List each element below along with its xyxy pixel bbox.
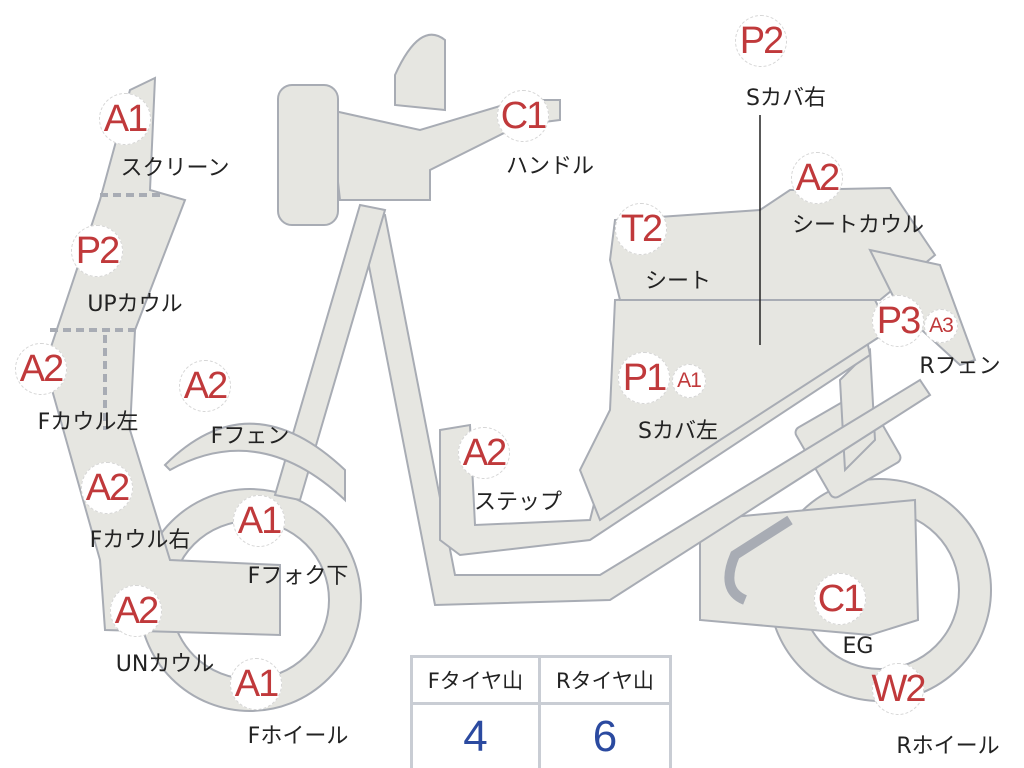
grade-badge-r-wheel: W2: [872, 663, 927, 715]
grade-badge-up-cowl: P2: [71, 225, 123, 277]
part-label-engine: EG: [842, 634, 874, 659]
part-label-f-wheel: Fホイール: [247, 724, 349, 749]
part-label-f-fender: Fフェン: [210, 424, 290, 449]
grade-badge-seat: T2: [615, 203, 667, 255]
part-label-step: ステップ: [473, 490, 563, 515]
grade-badge-seat-cowl: A2: [791, 152, 843, 204]
grade-badge-r-fender: P3: [872, 295, 924, 347]
grade-badge-screen: A1: [99, 93, 151, 145]
tyre-tread-table: Fタイヤ山 Rタイヤ山 4 6: [410, 655, 673, 768]
part-label-screen: スクリーン: [120, 156, 230, 181]
grade-badge-f-fork-lower: A1: [233, 495, 285, 547]
rear-tyre-value: 6: [537, 702, 673, 768]
part-label-seat: シート: [644, 269, 712, 294]
grade-badge-side-cover-right: P2: [735, 15, 787, 67]
grade-badge-engine: C1: [814, 573, 866, 625]
front-tyre-header: Fタイヤ山: [410, 655, 541, 705]
grade-badge-f-cowl-right: A2: [81, 462, 133, 514]
part-label-f-cowl-right: Fカウル右: [89, 528, 191, 553]
part-label-f-cowl-left: Fカウル左: [37, 410, 139, 435]
part-label-handle: ハンドル: [505, 154, 595, 179]
grade-badge-side-cover-left-secondary: A1: [672, 364, 706, 398]
grade-badge-side-cover-left: P1: [618, 352, 670, 404]
grade-badge-r-fender-secondary: A3: [924, 309, 958, 343]
part-label-up-cowl: UPカウル: [87, 292, 183, 317]
grade-badge-f-wheel: A1: [230, 658, 282, 710]
grade-badge-step: A2: [458, 427, 510, 479]
front-tyre-value: 4: [410, 702, 541, 768]
rear-tyre-header: Rタイヤ山: [537, 655, 673, 705]
front-fender: [163, 422, 346, 503]
part-label-f-fork-lower: Fフォク下: [247, 564, 349, 589]
part-label-side-cover-left: Sカバ左: [638, 419, 718, 444]
part-label-seat-cowl: シートカウル: [791, 213, 925, 238]
grade-badge-f-cowl-left: A2: [15, 343, 67, 395]
part-label-side-cover-right: Sカバ右: [746, 86, 826, 111]
grade-badge-f-fender: A2: [179, 360, 231, 412]
part-label-r-wheel: Rホイール: [896, 734, 1000, 759]
seat: [608, 186, 937, 301]
grade-badge-under-cowl: A2: [110, 585, 162, 637]
grade-badge-handle: C1: [497, 90, 549, 142]
part-label-under-cowl: UNカウル: [115, 652, 215, 677]
part-label-r-fender: Rフェン: [919, 354, 1001, 379]
